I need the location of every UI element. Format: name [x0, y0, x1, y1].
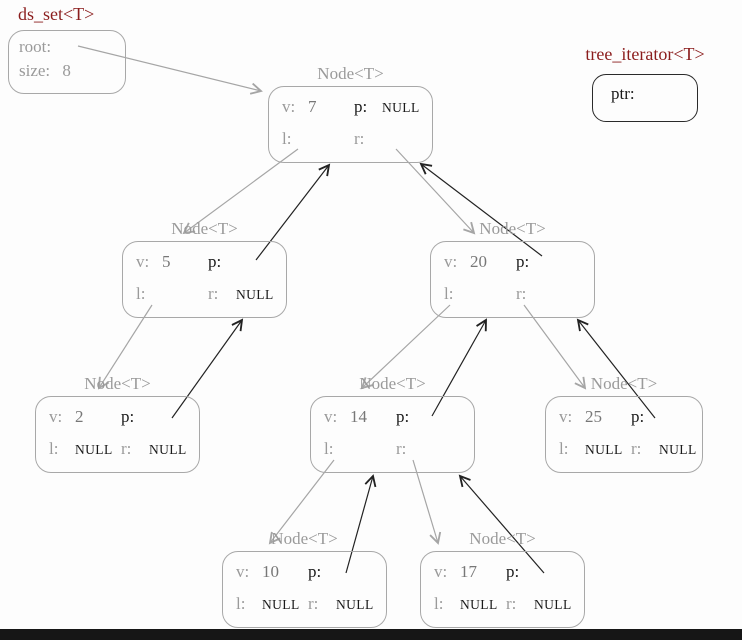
p-label: p:	[208, 252, 222, 271]
p-label: p:	[396, 407, 410, 426]
p-label: p:	[308, 562, 322, 581]
node-title: Node<T>	[590, 374, 658, 393]
v-label: v:	[236, 562, 250, 581]
r-value: NULL	[534, 597, 572, 612]
ds-set-size-field: size: 8	[9, 61, 125, 81]
node-title: Node<T>	[469, 529, 536, 548]
l-label: l:	[444, 284, 454, 303]
l-label: l:	[324, 439, 334, 458]
tree-node-10: Node<T> v: 10 p: l: NULL r: NULL	[222, 527, 387, 628]
bottom-edge-bar	[0, 629, 742, 640]
v-value: 20	[470, 252, 487, 271]
l-label: l:	[136, 284, 146, 303]
l-value: NULL	[460, 597, 498, 612]
l-value: NULL	[262, 597, 300, 612]
node-box: v: 7 p: NULL l: r:	[268, 86, 433, 163]
v-value: 25	[585, 407, 602, 426]
tree-iterator-ptr-label: ptr:	[611, 84, 635, 103]
v-label: v:	[49, 407, 63, 426]
r-label: r:	[354, 129, 365, 148]
node-box: v: 5 p: l: r: NULL	[122, 241, 287, 318]
l-label: l:	[282, 129, 292, 148]
r-label: r:	[208, 284, 219, 303]
r-label: r:	[308, 594, 319, 613]
v-label: v:	[434, 562, 448, 581]
v-value: 17	[460, 562, 477, 581]
r-label: r:	[631, 439, 642, 458]
r-label: r:	[516, 284, 527, 303]
node-title: Node<T>	[359, 374, 426, 393]
tree-node-5: Node<T> v: 5 p: l: r: NULL	[122, 217, 287, 318]
tree-node-14: Node<T> v: 14 p: l: r:	[310, 372, 475, 473]
v-value: 5	[162, 252, 171, 271]
v-value: 10	[262, 562, 279, 581]
p-label: p:	[121, 407, 135, 426]
tree-iterator-title: tree_iterator<T>	[585, 44, 705, 64]
node-box: v: 17 p: l: NULL r: NULL	[420, 551, 585, 628]
node-box: v: 25 p: l: NULL r: NULL	[545, 396, 703, 473]
tree-node-17: Node<T> v: 17 p: l: NULL r: NULL	[420, 527, 585, 628]
p-label: p:	[631, 407, 645, 426]
v-value: 7	[308, 97, 317, 116]
v-label: v:	[136, 252, 150, 271]
l-label: l:	[49, 439, 59, 458]
node-title: Node<T>	[84, 374, 151, 393]
tree-node-2: Node<T> v: 2 p: l: NULL r: NULL	[35, 372, 200, 473]
l-value: NULL	[585, 442, 623, 457]
v-label: v:	[559, 407, 573, 426]
l-label: l:	[559, 439, 569, 458]
node-title: Node<T>	[479, 219, 546, 238]
r-label: r:	[506, 594, 517, 613]
r-value: NULL	[236, 287, 274, 302]
l-label: l:	[236, 594, 246, 613]
ds-set-box: root: size: 8	[8, 30, 126, 94]
l-value: NULL	[75, 442, 113, 457]
r-value: NULL	[659, 442, 697, 457]
ds-set-size-value: 8	[62, 61, 71, 80]
ds-set-root-field: root:	[19, 37, 52, 56]
node-box: v: 20 p: l: r:	[430, 241, 595, 318]
ds-set-title: ds_set<T>	[18, 4, 95, 24]
node-box: v: 2 p: l: NULL r: NULL	[35, 396, 200, 473]
r-label: r:	[121, 439, 132, 458]
v-label: v:	[324, 407, 338, 426]
v-value: 2	[75, 407, 84, 426]
node-title: Node<T>	[171, 219, 238, 238]
node-box: v: 10 p: l: NULL r: NULL	[222, 551, 387, 628]
node-title: Node<T>	[317, 64, 384, 83]
p-value: NULL	[382, 100, 420, 115]
p-label: p:	[506, 562, 520, 581]
p-label: p:	[354, 97, 368, 116]
node-box: v: 14 p: l: r:	[310, 396, 475, 473]
v-label: v:	[282, 97, 296, 116]
tree-node-20: Node<T> v: 20 p: l: r:	[430, 217, 595, 318]
r-label: r:	[396, 439, 407, 458]
ds-set-size-label: size:	[19, 61, 51, 80]
tree-iterator-box: ptr:	[592, 74, 698, 122]
r-value: NULL	[336, 597, 374, 612]
tree-node-25: Node<T> v: 25 p: l: NULL r: NULL	[545, 372, 703, 473]
r-value: NULL	[149, 442, 187, 457]
v-value: 14	[350, 407, 367, 426]
l-label: l:	[434, 594, 444, 613]
p-label: p:	[516, 252, 530, 271]
v-label: v:	[444, 252, 458, 271]
node-title: Node<T>	[271, 529, 338, 548]
tree-node-7: Node<T> v: 7 p: NULL l: r:	[268, 62, 433, 163]
